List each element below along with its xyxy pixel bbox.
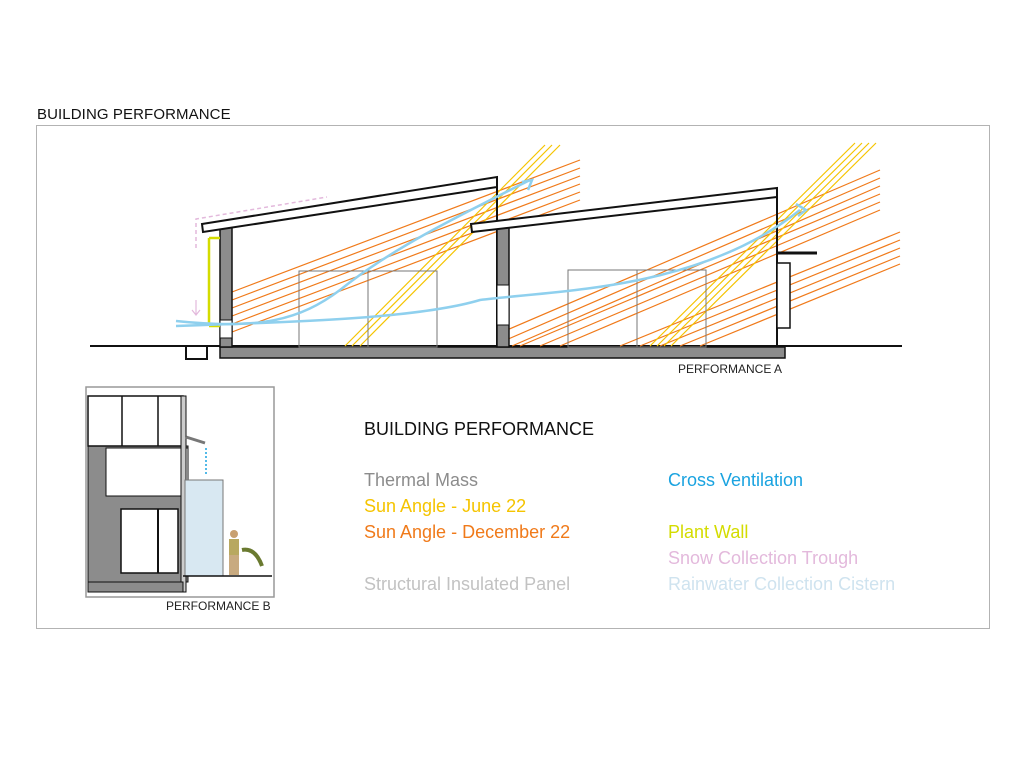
- person-figure: [229, 530, 264, 575]
- legend-cross-ventilation: Cross Ventilation: [668, 470, 804, 490]
- rain-downspout: [185, 435, 206, 445]
- legend-sun-june: Sun Angle - June 22: [364, 496, 527, 516]
- page-title: BUILDING PERFORMANCE: [37, 106, 231, 123]
- snow-trough: [185, 346, 208, 360]
- june-sun-rays: [344, 142, 877, 347]
- legend-rainwater-cistern: Rainwater Collection Cistern: [668, 574, 896, 594]
- snow-collection-path: [195, 196, 328, 248]
- performance-b-label: PERFORMANCE B: [166, 599, 271, 613]
- legend-plant-wall: Plant Wall: [668, 522, 749, 542]
- legend-title: BUILDING PERFORMANCE: [364, 419, 595, 439]
- legend-snow-trough: Snow Collection Trough: [668, 548, 859, 568]
- legend-sun-december: Sun Angle - December 22: [364, 522, 571, 542]
- rainwater-cistern: [184, 479, 224, 577]
- drawing-frame: [36, 125, 990, 629]
- cross-ventilation-flow: [175, 178, 809, 328]
- legend-thermal-mass: Thermal Mass: [364, 470, 479, 490]
- performance-a-label: PERFORMANCE A: [678, 362, 783, 376]
- legend-sip: Structural Insulated Panel: [364, 574, 571, 594]
